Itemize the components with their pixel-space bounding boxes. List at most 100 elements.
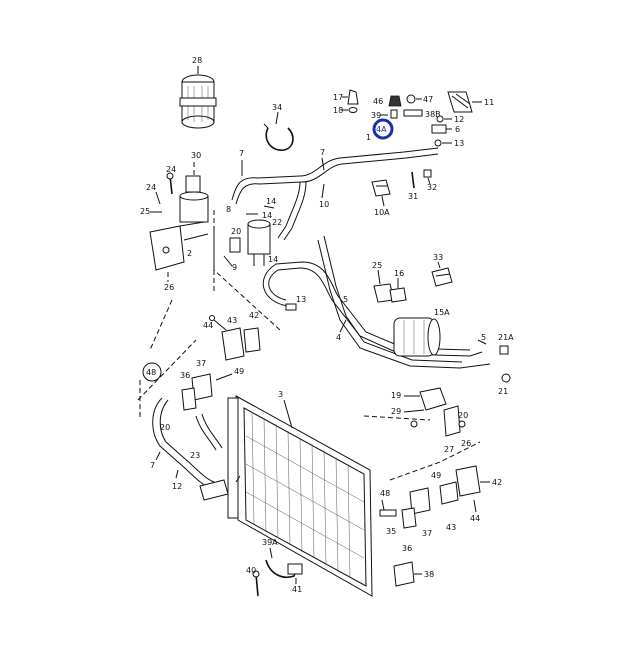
callout-17: 17 <box>333 93 343 102</box>
callout-18: 18 <box>333 106 343 115</box>
bolt-20-26 <box>410 420 466 428</box>
bolt-40 <box>252 570 260 597</box>
pressure-switch-14-22 <box>247 219 271 266</box>
cap-47 <box>406 94 416 104</box>
leader-right-lower <box>389 441 481 481</box>
valve-38b <box>403 109 423 117</box>
callout-24-a: 24 <box>166 165 176 174</box>
callout-39: 39 <box>371 111 381 120</box>
valve-39 <box>390 109 398 119</box>
callout-3: 3 <box>278 390 283 399</box>
liquid-line-4-5 <box>262 235 491 369</box>
callout-23: 23 <box>190 451 200 460</box>
callout-49-a: 49 <box>234 367 244 376</box>
callout-42-b: 42 <box>492 478 502 487</box>
clamp-10a <box>371 179 391 197</box>
callout-35: 35 <box>386 527 396 536</box>
callout-14-c: 14 <box>266 197 276 206</box>
callout-12-top: 12 <box>454 115 464 124</box>
callout-5-a: 5 <box>343 295 348 304</box>
callout-26-a: 26 <box>164 283 174 292</box>
seal-18 <box>348 107 358 113</box>
leader-dashed-left-2 <box>149 299 173 351</box>
callout-20-c: 20 <box>160 423 170 432</box>
leader-right-mid <box>363 415 431 421</box>
callout-8: 8 <box>226 205 231 214</box>
callout-21a: 21A <box>498 333 514 342</box>
callout-34: 34 <box>272 103 282 112</box>
mount-37-36 <box>181 373 213 411</box>
callout-48-a: 48 <box>146 368 156 377</box>
callout-25-a: 25 <box>140 207 150 216</box>
bolt-31 <box>411 171 415 189</box>
callout-31: 31 <box>408 192 418 201</box>
cap-46 <box>388 95 402 107</box>
callout-40: 40 <box>246 566 256 575</box>
valve-cap-17 <box>347 89 359 105</box>
callout-11: 11 <box>484 98 494 107</box>
callout-43-b: 43 <box>446 523 456 532</box>
callout-47: 47 <box>423 95 433 104</box>
clip-25-16 <box>373 283 407 303</box>
accumulator-30 <box>179 175 209 223</box>
bolt-21 <box>501 373 511 383</box>
hose-clip-34 <box>263 123 294 151</box>
callout-44-b: 44 <box>470 514 480 523</box>
callout-21: 21 <box>498 387 508 396</box>
mount-38 <box>393 561 415 587</box>
callout-27: 27 <box>444 445 454 454</box>
seal-12 <box>436 115 444 123</box>
callout-14-b: 14 <box>268 255 278 264</box>
callout-41: 41 <box>292 585 302 594</box>
callout-26-b: 26 <box>461 439 471 448</box>
bracket-39a <box>265 559 303 578</box>
callout-7-a: 7 <box>239 149 244 158</box>
highlight-circle-4a <box>372 118 394 140</box>
callout-2: 2 <box>187 249 192 258</box>
callout-48-b: 48 <box>380 489 390 498</box>
callout-22: 22 <box>272 218 282 227</box>
callout-5-b: 5 <box>481 333 486 342</box>
callout-30: 30 <box>191 151 201 160</box>
leader-left-mid <box>137 339 197 401</box>
callout-49-b: 49 <box>431 471 441 480</box>
nut-21a <box>499 345 509 355</box>
callout-44-a: 44 <box>203 321 213 330</box>
discharge-hose-7-lower <box>152 397 223 489</box>
callout-20-a: 20 <box>231 227 241 236</box>
receiver-drier-28 <box>179 74 217 129</box>
callout-39a: 39A <box>262 538 278 547</box>
suction-line-7-10 <box>231 147 439 241</box>
block-6 <box>431 124 447 134</box>
callout-4-b: 4 <box>336 333 341 342</box>
callout-38b: 38B <box>425 110 441 119</box>
callout-36-b: 36 <box>402 544 412 553</box>
callout-15a: 15A <box>434 308 450 317</box>
callout-24-b: 24 <box>146 183 156 192</box>
fitting-13-lower <box>285 303 297 311</box>
callout-6: 6 <box>455 125 460 134</box>
callout-37-a: 37 <box>196 359 206 368</box>
expansion-valve-15a <box>393 317 441 357</box>
callout-28: 28 <box>192 56 202 65</box>
bracket-19-29 <box>403 387 447 413</box>
callout-25-b: 25 <box>372 261 382 270</box>
callout-12-b: 12 <box>172 482 182 491</box>
nut-32 <box>423 169 432 178</box>
bracket-lower-left <box>199 479 229 501</box>
fitting-20 <box>229 237 241 253</box>
callout-20-b: 20 <box>458 411 468 420</box>
callout-1: 1 <box>366 133 371 142</box>
mount-43-42 <box>209 315 261 361</box>
callout-46: 46 <box>373 97 383 106</box>
bolt-48-right <box>379 509 397 517</box>
callout-37-b: 37 <box>422 529 432 538</box>
mounting-bracket-2 <box>149 221 209 271</box>
callout-10: 10 <box>319 200 329 209</box>
bracket-11 <box>447 91 473 113</box>
callout-33: 33 <box>433 253 443 262</box>
callout-38: 38 <box>424 570 434 579</box>
callout-10a: 10A <box>374 208 390 217</box>
callout-14-a: 14 <box>262 211 272 220</box>
